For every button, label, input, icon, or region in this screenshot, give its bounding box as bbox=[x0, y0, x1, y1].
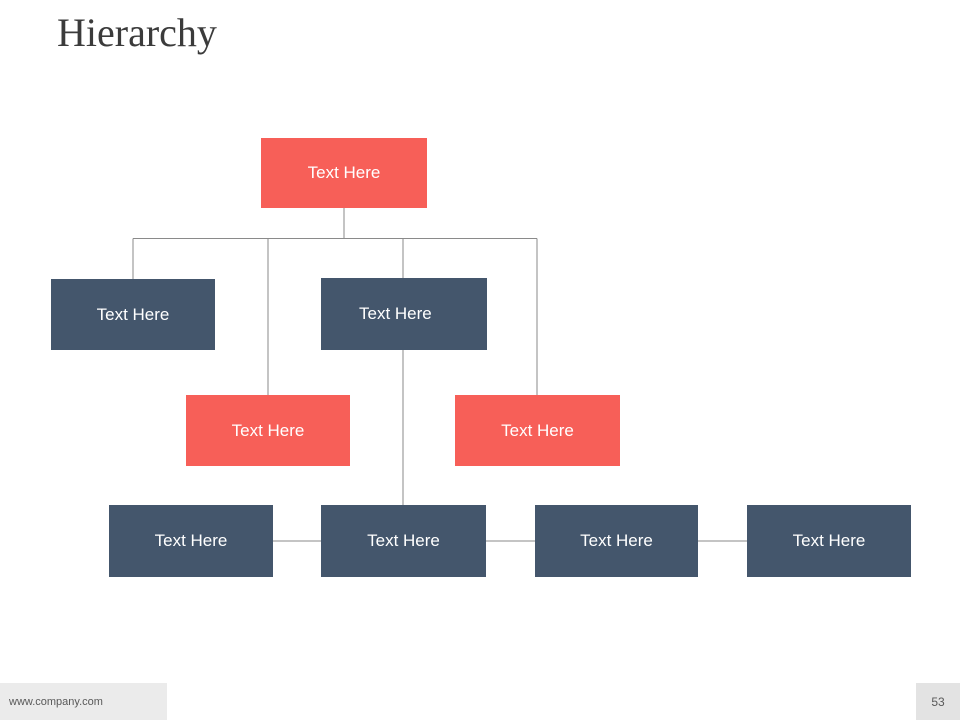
node-level3-2[interactable]: Text Here bbox=[455, 395, 620, 466]
node-level2-1[interactable]: Text Here bbox=[51, 279, 215, 350]
node-label: Text Here bbox=[307, 163, 381, 182]
node-level4-1[interactable]: Text Here bbox=[109, 505, 273, 577]
node-level3-1[interactable]: Text Here bbox=[186, 395, 350, 466]
node-level4-3[interactable]: Text Here bbox=[535, 505, 698, 577]
node-label: Text Here bbox=[792, 531, 866, 550]
page-number-text: 53 bbox=[931, 694, 945, 709]
page-title: Hierarchy bbox=[57, 10, 217, 55]
page-number-band: 53 bbox=[916, 683, 960, 720]
footer-url-band: www.company.com bbox=[0, 683, 167, 720]
connector-lines bbox=[132, 208, 747, 542]
hierarchy-diagram: Text Here Text Here Text Here Text Here … bbox=[51, 138, 911, 577]
node-label: Text Here bbox=[580, 531, 653, 550]
node-label: Text Here bbox=[367, 531, 440, 550]
node-level4-2[interactable]: Text Here bbox=[321, 505, 486, 577]
node-label: Text Here bbox=[96, 304, 170, 324]
node-level4-4[interactable]: Text Here bbox=[747, 505, 911, 577]
node-label: Text Here bbox=[501, 420, 574, 440]
node-label: Text Here bbox=[359, 304, 432, 323]
node-label: Text Here bbox=[154, 531, 228, 550]
node-level2-2[interactable]: Text Here bbox=[321, 278, 487, 350]
footer-url-text[interactable]: www.company.com bbox=[9, 695, 103, 708]
node-level1-1[interactable]: Text Here bbox=[261, 138, 427, 208]
node-label: Text Here bbox=[231, 420, 305, 440]
